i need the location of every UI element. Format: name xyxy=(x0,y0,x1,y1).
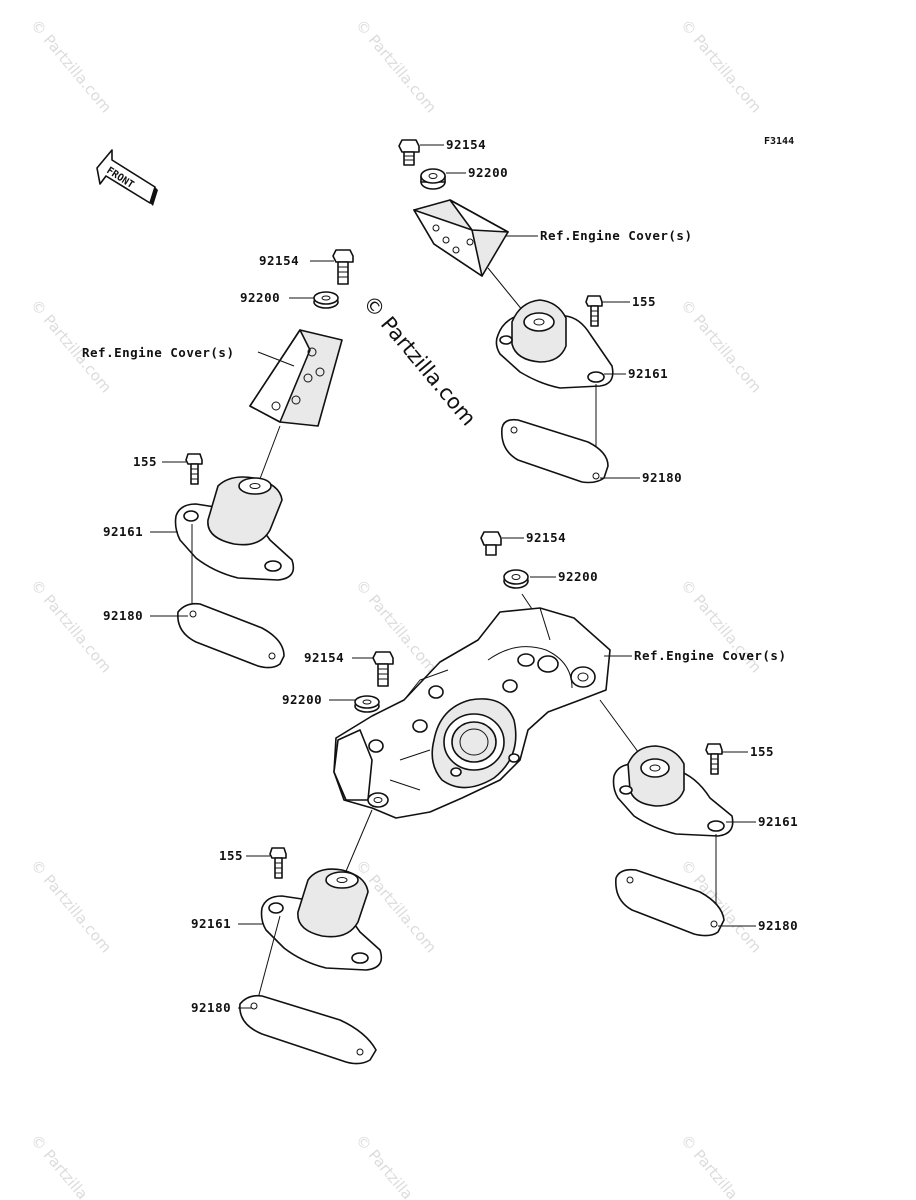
watermark-text: © Partzilla.com xyxy=(27,16,115,116)
screw-icon xyxy=(269,847,287,879)
washer-icon xyxy=(313,291,339,309)
gasket-plate-icon xyxy=(501,418,609,484)
engine-mount-icon xyxy=(612,745,734,837)
washer-icon xyxy=(354,695,380,713)
watermark-text: © Partzilla.com xyxy=(677,296,765,396)
assembly-center: 92154 92200 xyxy=(282,530,787,877)
bolt-icon xyxy=(372,651,394,687)
engine-cover-icon xyxy=(333,607,611,819)
bracket-icon xyxy=(249,329,343,427)
callout-92161: 92161 xyxy=(103,524,143,539)
screw-icon xyxy=(585,295,603,327)
watermark-text: © Partzilla.com xyxy=(677,1131,765,1200)
main-watermark: © Partzilla.com xyxy=(358,291,481,431)
callout-92180: 92180 xyxy=(758,918,798,933)
screw-icon xyxy=(705,743,723,775)
callout-92200: 92200 xyxy=(282,692,322,707)
figure-code: F3144 xyxy=(764,136,794,147)
callout-92154: 92154 xyxy=(446,137,486,152)
watermark-text: © Partzilla.com xyxy=(352,16,440,116)
watermark-text: © Partzilla.com xyxy=(677,16,765,116)
callout-155: 155 xyxy=(133,454,157,469)
assembly-left: 92154 92200 Ref.Engine Cover(s) xyxy=(82,249,354,669)
front-arrow-icon: FRONT xyxy=(96,149,158,206)
assembly-bottom-left: 155 92161 92180 xyxy=(191,847,383,1065)
watermark-text: © Partzilla.com xyxy=(27,1131,115,1200)
washer-icon xyxy=(503,569,529,589)
callout-92200: 92200 xyxy=(240,290,280,305)
callout-92154: 92154 xyxy=(259,253,299,268)
engine-mount-icon xyxy=(174,476,295,581)
callout-92180: 92180 xyxy=(103,608,143,623)
watermark-text: © Partzilla.com xyxy=(27,576,115,676)
assembly-bottom-right: 155 92161 92180 xyxy=(612,743,798,937)
callout-92161: 92161 xyxy=(628,366,668,381)
callout-92180: 92180 xyxy=(191,1000,231,1015)
watermark-text: © Partzilla.com xyxy=(352,576,440,676)
watermark-text: © Partzilla.com xyxy=(27,856,115,956)
bolt-icon xyxy=(480,531,502,556)
engine-mount-icon xyxy=(260,868,383,971)
washer-icon xyxy=(420,168,446,190)
callout-155: 155 xyxy=(632,294,656,309)
callout-92154: 92154 xyxy=(526,530,566,545)
callout-92180: 92180 xyxy=(642,470,682,485)
callout-92200: 92200 xyxy=(558,569,598,584)
callout-92161: 92161 xyxy=(758,814,798,829)
callout-155: 155 xyxy=(750,744,774,759)
callout-92161: 92161 xyxy=(191,916,231,931)
ref-engine-cover: Ref.Engine Cover(s) xyxy=(634,648,787,663)
assembly-top-right: 92154 92200 Ref.Engine Cover(s) xyxy=(398,137,693,485)
callout-92200: 92200 xyxy=(468,165,508,180)
bolt-icon xyxy=(332,249,354,285)
watermark-text: © Partzilla.com xyxy=(352,1131,440,1200)
gasket-plate-icon xyxy=(177,602,285,669)
ref-engine-cover: Ref.Engine Cover(s) xyxy=(82,345,235,360)
screw-icon xyxy=(185,453,203,485)
bolt-icon xyxy=(398,139,420,166)
bracket-icon xyxy=(413,199,509,277)
gasket-plate-icon xyxy=(239,994,377,1065)
engine-mount-icon xyxy=(495,299,614,389)
ref-engine-cover: Ref.Engine Cover(s) xyxy=(540,228,693,243)
callout-92154: 92154 xyxy=(304,650,344,665)
callout-155: 155 xyxy=(219,848,243,863)
